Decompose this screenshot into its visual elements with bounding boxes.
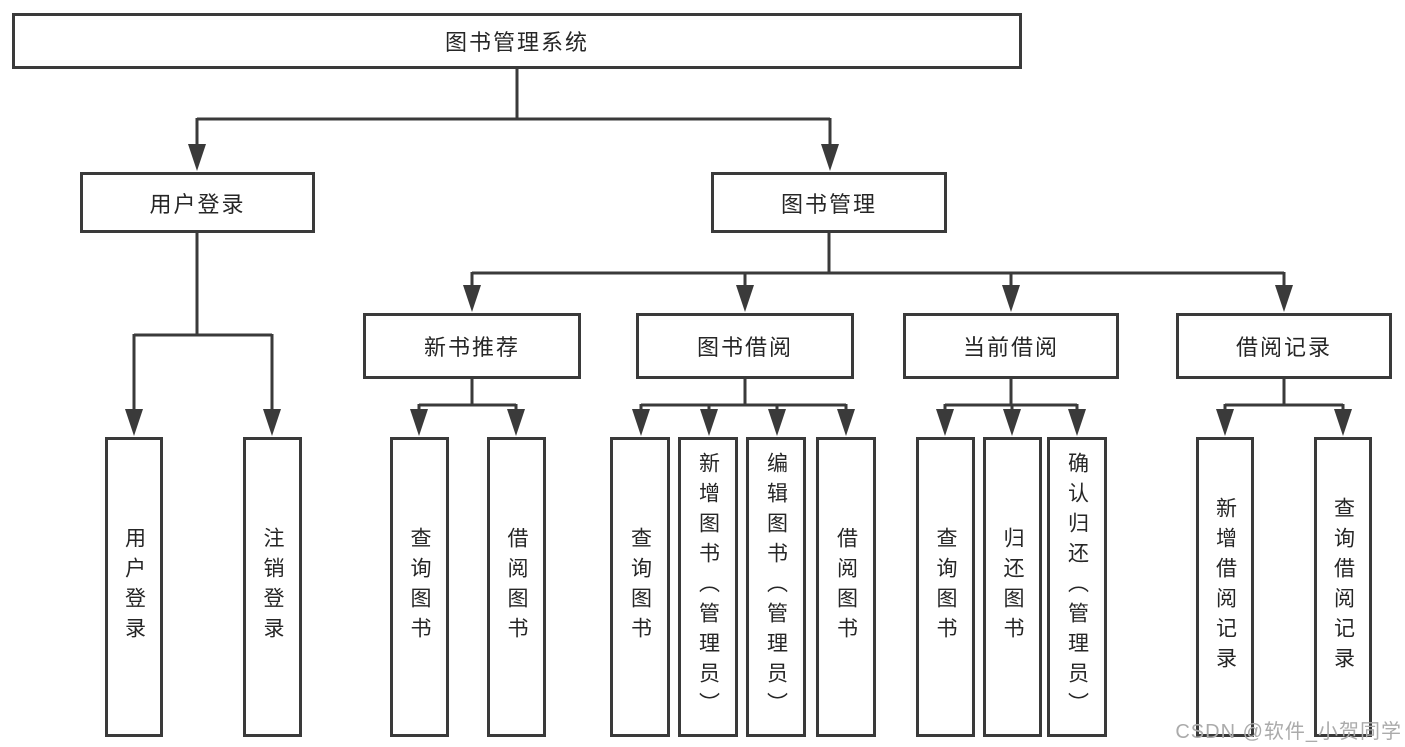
node-book-borrowing: 图书借阅 — [636, 313, 854, 379]
leaf-current-query-books-label: 查询图书 — [934, 527, 957, 647]
leaf-recommend-query-books-label: 查询图书 — [408, 527, 431, 647]
node-book-borrowing-label: 图书借阅 — [696, 335, 793, 360]
leaf-current-return-books-label: 归还图书 — [1001, 527, 1024, 647]
leaf-borrowing-edit-books-admin: 编辑图书（管理员） — [746, 437, 806, 737]
leaf-borrowing-add-books-admin-label: 新增图书（管理员） — [696, 452, 720, 722]
leaf-recommend-query-books: 查询图书 — [390, 437, 449, 737]
node-book-management: 图书管理 — [711, 172, 947, 233]
leaf-records-query-record: 查询借阅记录 — [1314, 437, 1372, 737]
leaf-current-return-books: 归还图书 — [983, 437, 1042, 737]
node-library-system-label: 图书管理系统 — [444, 30, 589, 55]
leaf-current-query-books: 查询图书 — [916, 437, 975, 737]
leaf-borrowing-query-books: 查询图书 — [610, 437, 670, 737]
leaf-borrowing-add-books-admin: 新增图书（管理员） — [678, 437, 738, 737]
leaf-records-add-record: 新增借阅记录 — [1196, 437, 1254, 737]
leaf-logout-label: 注销登录 — [261, 527, 284, 647]
leaf-records-add-record-label: 新增借阅记录 — [1213, 497, 1237, 677]
leaf-borrowing-edit-books-admin-label: 编辑图书（管理员） — [764, 452, 788, 722]
leaf-recommend-borrow-books: 借阅图书 — [487, 437, 546, 737]
leaf-current-confirm-return-admin: 确认归还（管理员） — [1047, 437, 1107, 737]
leaf-user-login: 用户登录 — [105, 437, 163, 737]
leaf-user-login-label: 用户登录 — [122, 527, 146, 647]
node-new-book-recommendation-label: 新书推荐 — [423, 335, 520, 360]
node-library-system: 图书管理系统 — [12, 13, 1022, 69]
node-new-book-recommendation: 新书推荐 — [363, 313, 581, 379]
leaf-logout: 注销登录 — [243, 437, 302, 737]
leaf-borrowing-borrow-books: 借阅图书 — [816, 437, 876, 737]
node-current-borrowing: 当前借阅 — [903, 313, 1119, 379]
leaf-current-confirm-return-admin-label: 确认归还（管理员） — [1065, 452, 1089, 722]
node-user-login-label: 用户登录 — [149, 191, 246, 217]
leaf-borrowing-query-books-label: 查询图书 — [628, 527, 652, 647]
csdn-watermark: CSDN @软件_小贺同学 — [1175, 721, 1402, 743]
leaf-borrowing-borrow-books-label: 借阅图书 — [834, 527, 858, 647]
node-current-borrowing-label: 当前借阅 — [962, 335, 1059, 360]
node-book-management-label: 图书管理 — [780, 191, 877, 217]
node-borrowing-records-label: 借阅记录 — [1235, 335, 1332, 360]
node-user-login: 用户登录 — [80, 172, 315, 233]
leaf-records-query-record-label: 查询借阅记录 — [1331, 497, 1355, 677]
node-borrowing-records: 借阅记录 — [1176, 313, 1392, 379]
leaf-recommend-borrow-books-label: 借阅图书 — [505, 527, 528, 647]
